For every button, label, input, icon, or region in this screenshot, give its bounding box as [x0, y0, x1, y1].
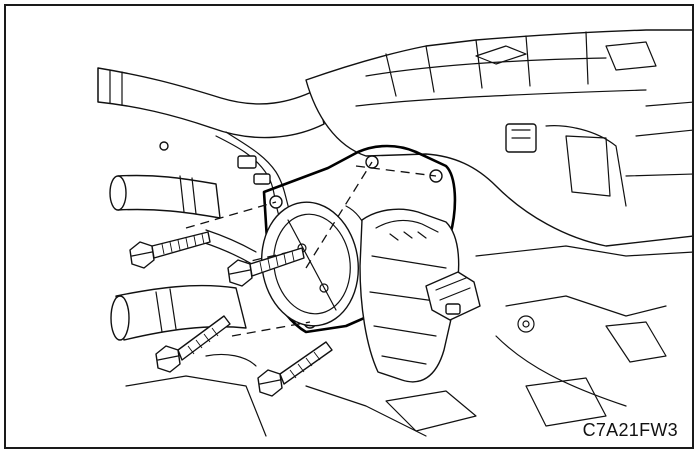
bolt-lower-left	[155, 315, 231, 373]
upper-coolant-hose	[97, 67, 325, 139]
figure-frame: C7A21FW3	[4, 4, 694, 449]
throttle-position-connector	[425, 271, 481, 321]
throttle-body-removal-illustration	[97, 29, 692, 437]
lower-coolant-hose	[110, 284, 247, 341]
figure-caption: C7A21FW3	[582, 420, 678, 440]
engine-lower-details	[125, 245, 692, 437]
bolt-lower-middle	[257, 341, 333, 397]
intake-manifold	[305, 29, 692, 247]
middle-hose	[109, 174, 221, 219]
bolt-upper-left	[129, 231, 211, 269]
stud-hole	[159, 141, 169, 151]
bolt-upper-middle	[227, 247, 305, 287]
